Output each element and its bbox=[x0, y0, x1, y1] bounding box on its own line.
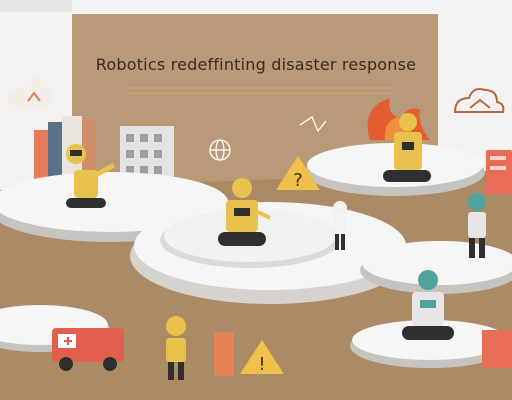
robot-teal-right bbox=[468, 193, 486, 258]
robot-center bbox=[218, 178, 271, 246]
top-strip bbox=[0, 0, 72, 12]
orange-barrel bbox=[214, 332, 234, 376]
svg-text:?: ? bbox=[293, 170, 303, 191]
warning-sign-icon: ? bbox=[276, 156, 320, 191]
globe-icon bbox=[209, 139, 231, 161]
robot-humanoid-white bbox=[333, 201, 347, 250]
platform-right-bottom bbox=[360, 241, 512, 294]
supply-crate bbox=[482, 330, 512, 368]
robot-yellow-left bbox=[66, 144, 116, 208]
robot-teal-bottom bbox=[402, 270, 454, 340]
robot-yellow-bottom bbox=[166, 316, 186, 380]
alert-screen bbox=[486, 150, 512, 194]
warning-sign-icon-bottom: ! bbox=[240, 340, 284, 375]
page-title: Robotics redeffinting disaster response bbox=[95, 55, 417, 74]
cloud-icon-right bbox=[453, 88, 505, 113]
cloud-icon bbox=[6, 76, 54, 110]
chart-line-icon bbox=[299, 116, 327, 133]
svg-text:!: ! bbox=[258, 354, 265, 375]
rescue-vehicle bbox=[52, 328, 124, 371]
robot-fire bbox=[383, 113, 431, 182]
title-underline bbox=[128, 87, 392, 94]
